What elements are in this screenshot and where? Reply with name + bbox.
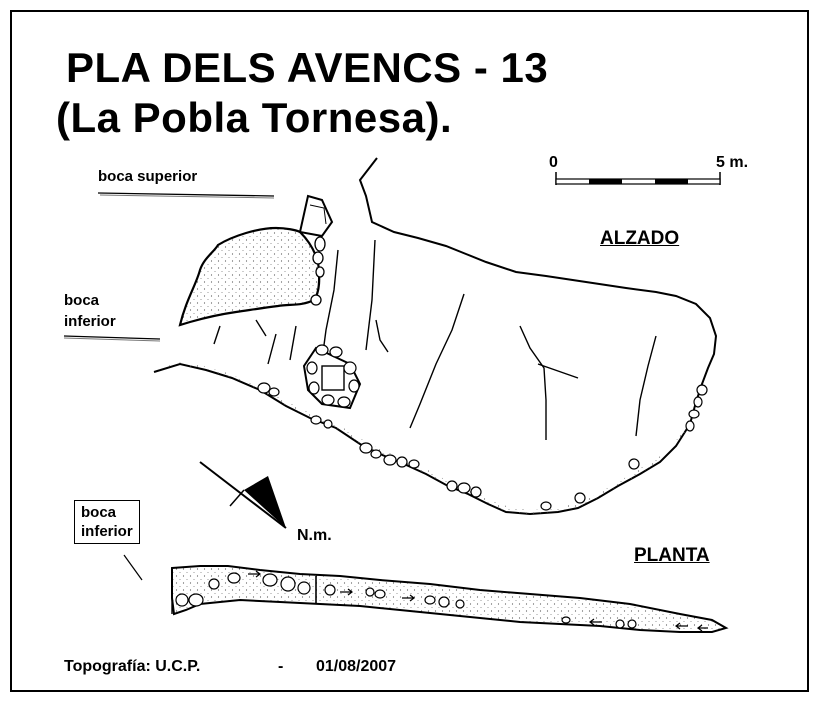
elevation-view-title: ALZADO: [600, 228, 680, 249]
survey-credit: Topografía: U.C.P.: [64, 658, 201, 675]
plan-view-flow-arrows: [248, 570, 708, 632]
plan-entrance-label-line-1: boca: [81, 504, 117, 521]
north-arrow-icon: [199, 461, 287, 529]
plan-entrance-leader: [123, 554, 143, 581]
lower-entrance-label-line-1: boca: [64, 292, 100, 309]
lower-entrance-leader: [63, 335, 161, 342]
plan-entrance-label-box: boca inferior: [74, 500, 140, 544]
credit-separator: -: [278, 658, 284, 675]
elevation-upper-chamber: [178, 194, 334, 327]
plan-view-boulders: [175, 572, 637, 629]
title-line-1: PLA DELS AVENCS - 13: [66, 44, 549, 91]
plan-view-title: PLANTA: [634, 545, 710, 566]
survey-date: 01/08/2007: [316, 658, 397, 675]
plan-view-outline: [171, 565, 729, 633]
title-line-2: (La Pobla Tornesa).: [56, 94, 453, 141]
upper-entrance-label: boca superior: [98, 168, 198, 185]
plan-entrance-label-line-2: inferior: [81, 523, 133, 540]
scale-start-label: 0: [549, 154, 558, 171]
upper-entrance-leader: [97, 192, 275, 199]
scale-bar-icon: [555, 172, 721, 185]
elevation-boulder-block: [302, 344, 362, 410]
lower-entrance-label-line-2: inferior: [64, 313, 116, 330]
elevation-floor-boulders: [257, 382, 708, 511]
scale-end-label: 5 m.: [716, 154, 749, 171]
drawing-sheet: [10, 10, 809, 692]
elevation-fracture-lines: [213, 239, 657, 440]
north-label: N.m.: [297, 527, 332, 544]
